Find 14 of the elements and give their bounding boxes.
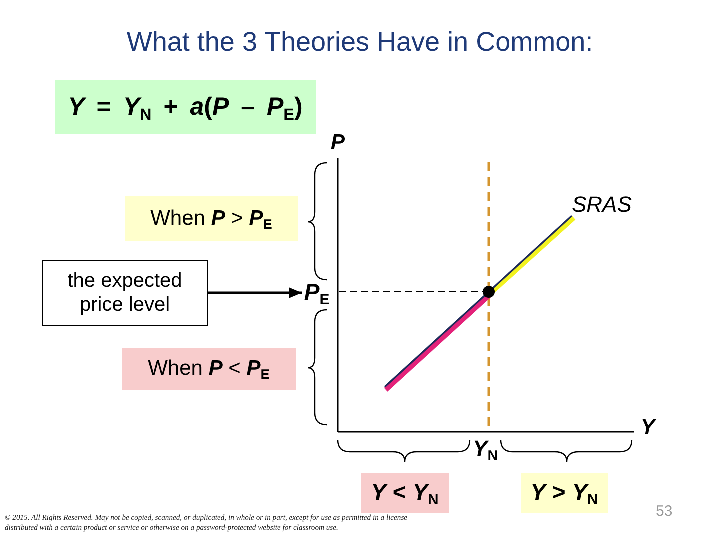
slide-title: What the 3 Theories Have in Common:	[126, 27, 594, 58]
condition-note: When P > P$_{E}$	[125, 196, 298, 241]
condition-note: Y > Y$_{N}$	[521, 473, 608, 513]
axis-label: Y	[641, 416, 656, 440]
condition-note: When P < P$_{E}$	[122, 348, 296, 390]
callout-box: the expected price level	[42, 260, 208, 326]
axis-value-label: P$_{E}$	[302, 279, 332, 307]
page-number: 53	[656, 503, 673, 520]
axis-label: P	[331, 131, 346, 156]
condition-note: Y < Y$_{N}$	[361, 473, 449, 513]
axis-value-label: Y$_{N}$	[473, 436, 498, 462]
formula-panel: Y = Y$_{N}$ + a(P – P$_{E}$)	[55, 80, 316, 134]
arrow	[208, 288, 302, 298]
curve-label: SRAS	[572, 192, 632, 218]
